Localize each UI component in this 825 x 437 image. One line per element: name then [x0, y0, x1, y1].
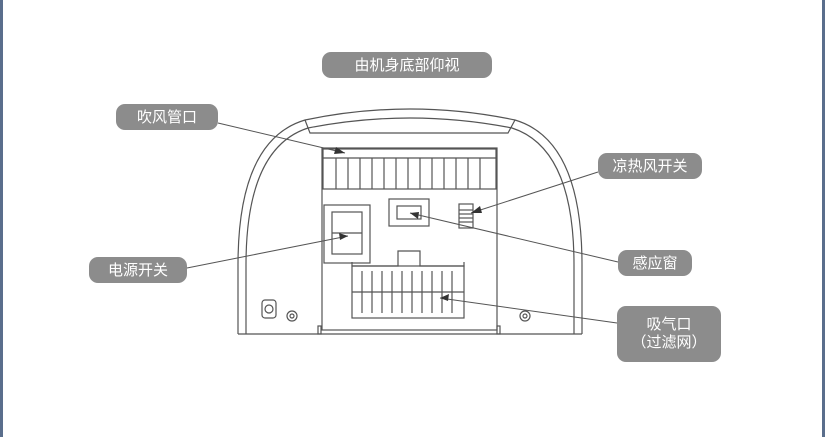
housing-outer-outline: [237, 108, 583, 334]
frame-border-left: [0, 0, 3, 437]
power-cord-gland: [261, 299, 277, 319]
callout-air-intake: 吸气口 （过滤网）: [617, 306, 721, 362]
callout-sensor-window-text: 感应窗: [632, 254, 678, 272]
screw-left: [286, 310, 298, 322]
housing-base-step-left: [317, 325, 322, 335]
sensor-window-frame: [388, 198, 430, 227]
outlet-grille-frame: [322, 148, 497, 190]
leader-outlet: [217, 122, 346, 154]
power-switch-housing: [323, 204, 371, 264]
housing-inner-outline: [245, 117, 575, 334]
frame-border-right: [822, 0, 825, 437]
callout-power-switch-text: 电源开关: [107, 261, 168, 279]
callout-air-intake-subtext: （过滤网）: [631, 333, 707, 351]
housing-top-lip: [304, 119, 516, 134]
callout-bottom-view: 由机身底部仰视: [322, 52, 492, 78]
callout-hot-cold-switch-text: 凉热风开关: [612, 157, 688, 175]
callout-air-intake-text: 吸气口: [646, 315, 692, 333]
screw-right: [519, 310, 531, 322]
air-intake-filter-top: [351, 250, 465, 267]
callout-bottom-view-text: 由机身底部仰视: [354, 56, 460, 74]
callout-air-outlet-text: 吹风管口: [136, 108, 197, 126]
sensor-window-lens: [396, 205, 422, 220]
center-panel: [321, 147, 498, 331]
outlet-grille-slots: [335, 158, 481, 189]
callout-sensor-window: 感应窗: [618, 250, 692, 276]
leader-sensor-window: [409, 212, 619, 263]
callout-hot-cold-switch: 凉热风开关: [598, 153, 702, 179]
callout-air-outlet: 吹风管口: [116, 104, 218, 130]
callout-power-switch: 电源开关: [89, 257, 187, 283]
hot-cold-switch-body: [458, 203, 474, 229]
leader-air-intake: [439, 297, 618, 324]
leader-hot-cold-switch: [470, 171, 599, 214]
leader-power-switch: [186, 235, 349, 269]
